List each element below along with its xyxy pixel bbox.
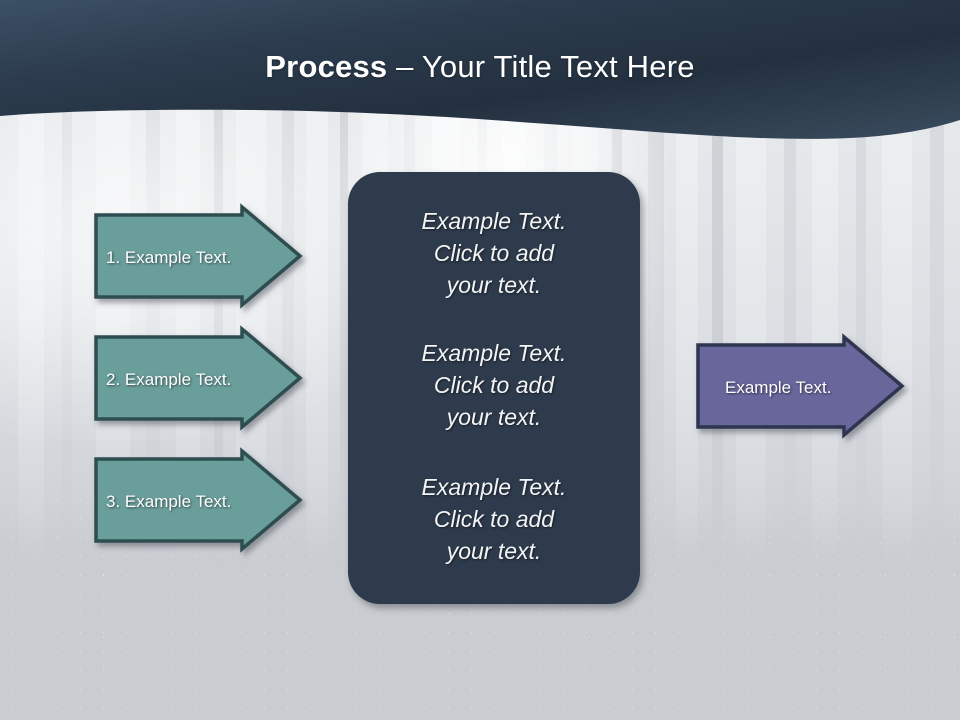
page-title-separator: –: [387, 49, 422, 84]
panel-text-block-3[interactable]: Example Text. Click to add your text.: [348, 471, 640, 567]
panel-text-line: your text.: [446, 538, 542, 564]
center-content-panel[interactable]: Example Text. Click to add your text. Ex…: [348, 172, 640, 604]
tree-trunk: [676, 105, 698, 585]
panel-text-line: your text.: [446, 404, 542, 430]
panel-text-line: your text.: [446, 272, 542, 298]
tree-trunk: [856, 105, 866, 585]
process-arrow-3[interactable]: 3. Example Text.: [90, 444, 306, 560]
header-band: Process – Your Title Text Here: [0, 0, 960, 150]
panel-text-line: Click to add: [433, 372, 555, 398]
tree-trunk: [930, 105, 944, 585]
panel-text-block-1[interactable]: Example Text. Click to add your text.: [348, 205, 640, 301]
panel-text-line: Example Text.: [421, 474, 567, 500]
page-title-strong: Process: [265, 49, 388, 84]
page-title-light: Your Title Text Here: [421, 49, 695, 84]
panel-text-block-2[interactable]: Example Text. Click to add your text.: [348, 337, 640, 433]
page-title: Process – Your Title Text Here: [0, 47, 960, 87]
process-arrow-2[interactable]: 2. Example Text.: [90, 322, 306, 438]
result-arrow[interactable]: Example Text.: [692, 330, 908, 446]
process-arrow-1[interactable]: 1. Example Text.: [90, 200, 306, 316]
panel-text-line: Click to add: [433, 506, 555, 532]
tree-trunk: [882, 105, 912, 585]
panel-text-line: Click to add: [433, 240, 555, 266]
panel-text-line: Example Text.: [421, 208, 567, 234]
panel-text-line: Example Text.: [421, 340, 567, 366]
